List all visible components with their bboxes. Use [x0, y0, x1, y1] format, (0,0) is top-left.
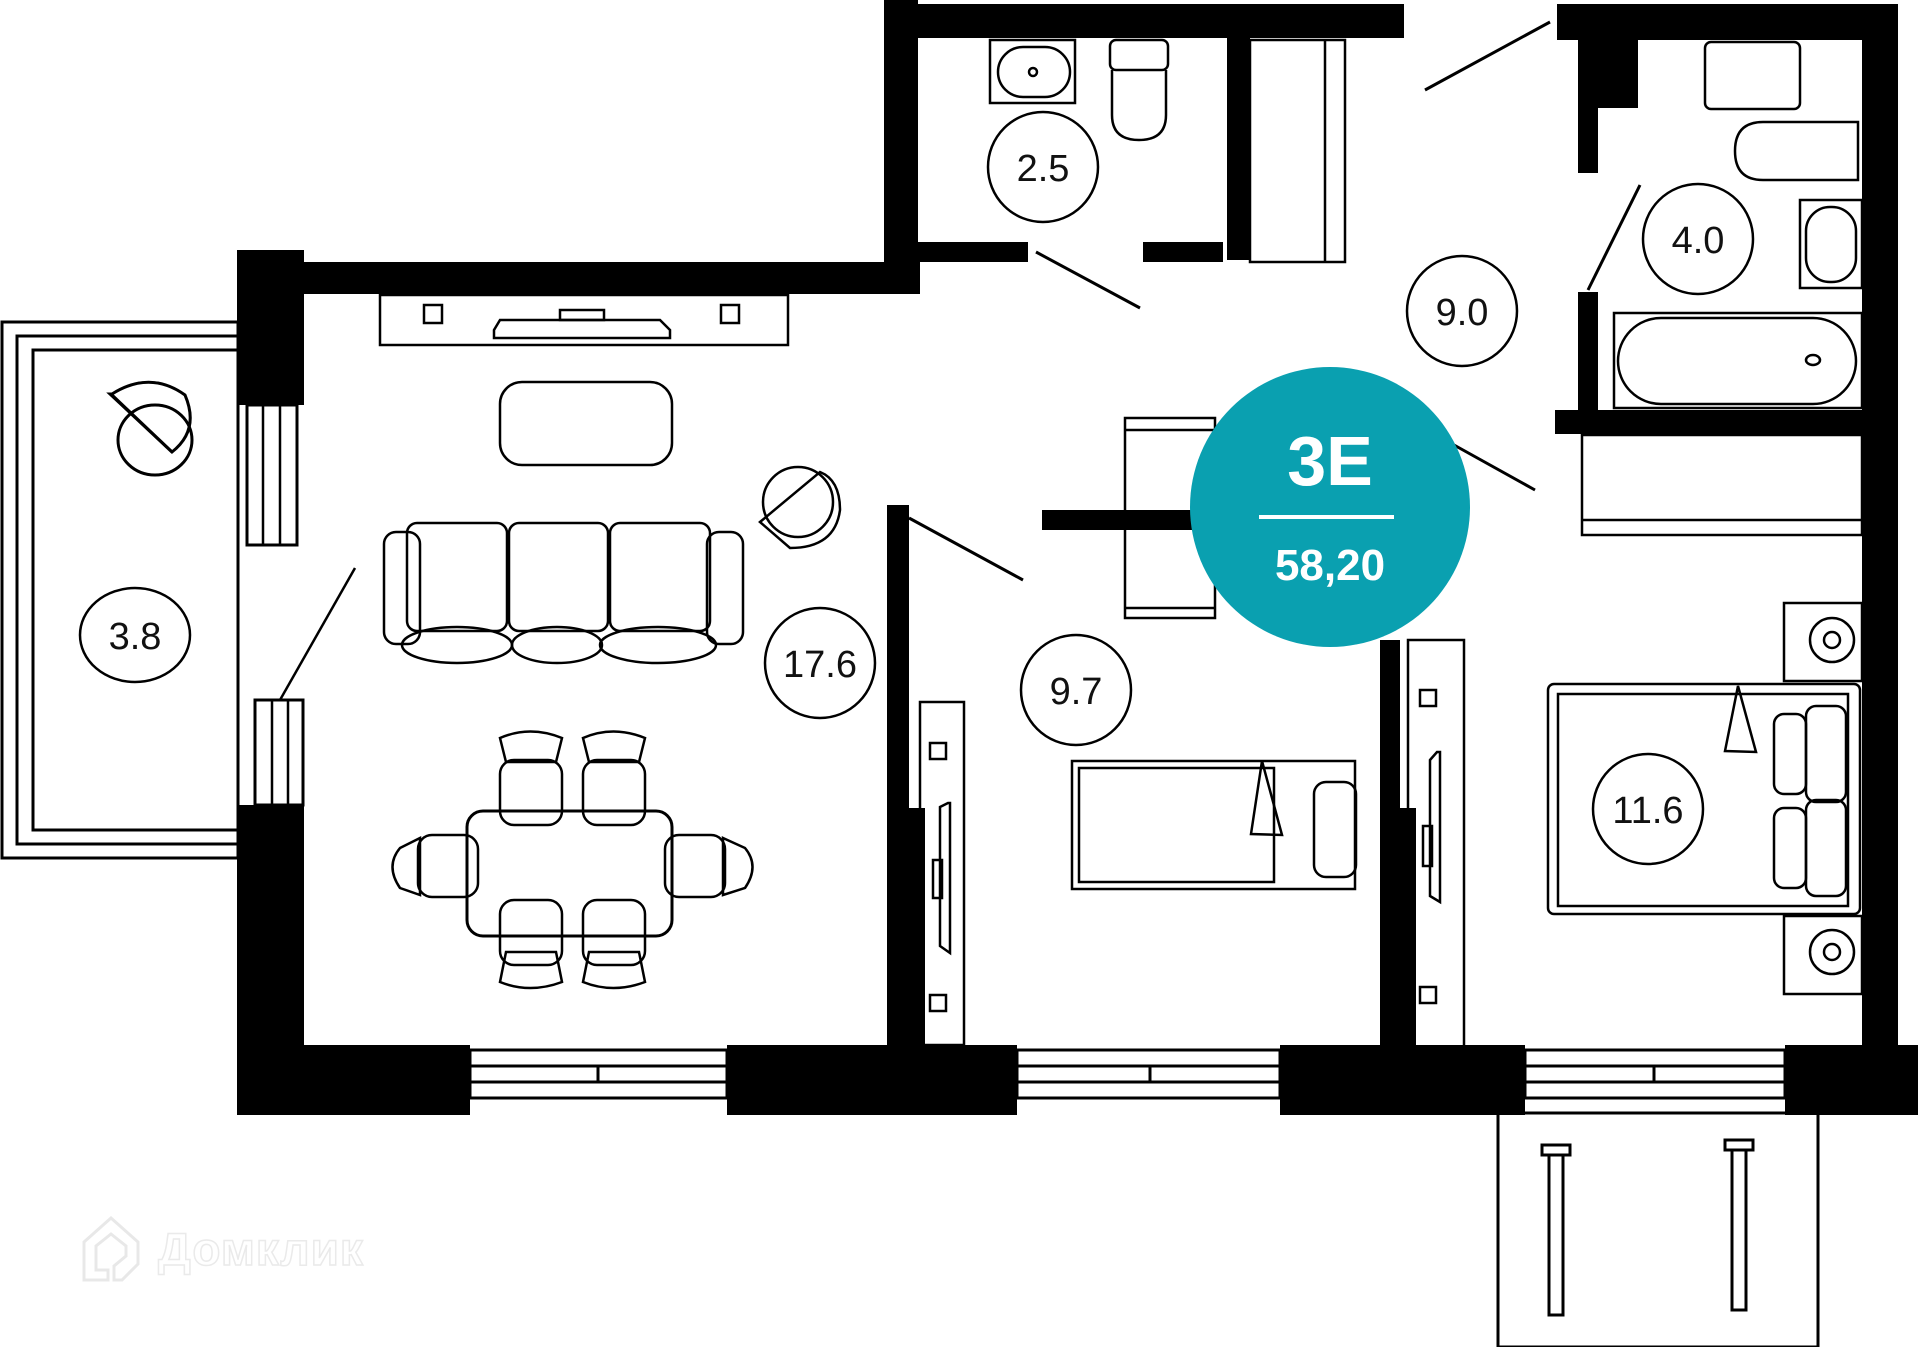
watermark: Домклик	[78, 1212, 364, 1286]
svg-text:2.5: 2.5	[1017, 148, 1070, 190]
window-bedroom-main	[1523, 1048, 1787, 1100]
window-bedroom-small	[1015, 1048, 1282, 1100]
balcony-door-top	[245, 403, 299, 547]
room-label-balcony: 3.8	[78, 586, 192, 684]
room-label-living: 17.6	[763, 606, 877, 720]
room-label-bedroom-small: 9.7	[1019, 633, 1133, 747]
doors	[908, 20, 1642, 582]
svg-text:9.7: 9.7	[1050, 671, 1103, 713]
room-labels: 3.8 17.6 2.5 9.0 4.0 9.7 11.6	[78, 110, 1755, 866]
balcony-left	[0, 320, 240, 860]
bathroom-room	[1612, 40, 1864, 410]
total-area: 58,20	[1275, 541, 1385, 590]
svg-text:3.8: 3.8	[109, 616, 162, 658]
armchair-icon	[758, 465, 842, 550]
balcony-bottom	[1496, 1111, 1820, 1347]
toilet-room	[988, 38, 1347, 264]
svg-text:17.6: 17.6	[783, 644, 857, 686]
room-label-bedroom-main: 11.6	[1591, 752, 1705, 866]
walls	[237, 0, 1918, 1115]
apartment-code: 3E	[1287, 422, 1373, 500]
room-label-bathroom: 4.0	[1641, 182, 1755, 296]
armchair-icon	[106, 380, 194, 477]
balcony-door-bottom	[253, 567, 357, 807]
window-living	[468, 1048, 729, 1100]
bedroom-small-furniture	[918, 700, 1358, 1047]
dining-table-icon	[391, 730, 754, 990]
sofa-icon	[382, 521, 745, 665]
room-label-toilet: 2.5	[986, 110, 1100, 224]
apartment-badge: 3E 58,20	[1190, 367, 1470, 647]
svg-text:11.6: 11.6	[1612, 790, 1683, 832]
svg-text:4.0: 4.0	[1672, 220, 1725, 262]
svg-text:9.0: 9.0	[1436, 292, 1489, 334]
room-label-hallway: 9.0	[1405, 254, 1519, 368]
house-logo-icon	[82, 1215, 140, 1282]
living-room-furniture	[378, 293, 842, 990]
watermark-text: Домклик	[157, 1222, 364, 1276]
bedroom-main-furniture	[1406, 601, 1864, 1052]
